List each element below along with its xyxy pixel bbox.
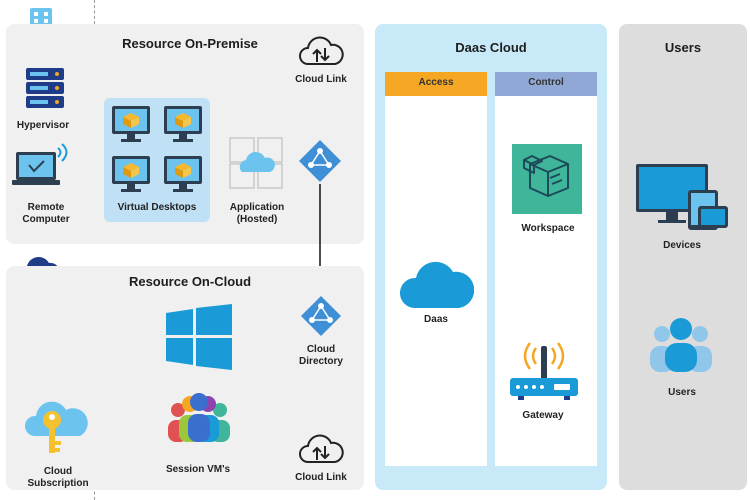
control-header: Control <box>495 72 597 96</box>
daas-title: Daas Cloud <box>455 40 527 55</box>
users-title: Users <box>664 40 702 55</box>
application-cloud-icon <box>228 136 284 190</box>
windows-icon <box>166 304 232 370</box>
cloud-link-icon-bottom <box>298 432 344 468</box>
gateway-label: Gateway <box>522 410 564 421</box>
dashed-guide-line <box>94 0 95 24</box>
session-vms-label: Session VM's <box>165 464 231 475</box>
users-label: Users <box>668 387 696 398</box>
control-column <box>495 72 597 466</box>
hypervisor-label: Hypervisor <box>16 120 70 131</box>
virtual-desktops-grid <box>110 104 206 196</box>
cloud-key-icon <box>22 396 92 460</box>
cloud-directory-icon <box>299 294 343 338</box>
daas-cloud-icon <box>398 258 474 310</box>
cloud-subscription-label: Cloud Subscription <box>27 466 89 489</box>
session-users-icon <box>164 392 234 444</box>
cloud-title: Resource On-Cloud <box>128 274 252 289</box>
cloud-link-label-premise: Cloud Link <box>295 74 347 85</box>
workspace-label: Workspace <box>521 223 575 234</box>
virtual-desktops-label: Virtual Desktops <box>117 202 197 213</box>
remote-computer-label: Remote Computer <box>22 202 70 225</box>
users-group-icon <box>648 316 714 374</box>
daas-label: Daas <box>424 314 448 325</box>
users-panel <box>619 24 747 490</box>
laptop-icon <box>12 140 74 192</box>
cloud-directory-label: Cloud Directory <box>299 344 343 367</box>
dashed-guide-line-bottom <box>94 486 95 500</box>
devices-label: Devices <box>663 240 701 251</box>
application-hosted-label: Application (Hosted) <box>229 202 285 225</box>
directory-diamond-icon <box>297 138 343 184</box>
devices-icon <box>636 164 732 232</box>
server-icon <box>24 66 66 110</box>
cloud-link-icon <box>298 34 344 70</box>
resource-on-cloud-panel <box>6 266 364 490</box>
cloud-link-label-cloud: Cloud Link <box>295 472 347 483</box>
workspace-icon <box>512 144 582 214</box>
premise-title: Resource On-Premise <box>122 36 258 51</box>
gateway-router-icon <box>506 340 582 404</box>
access-header: Access <box>385 72 487 96</box>
